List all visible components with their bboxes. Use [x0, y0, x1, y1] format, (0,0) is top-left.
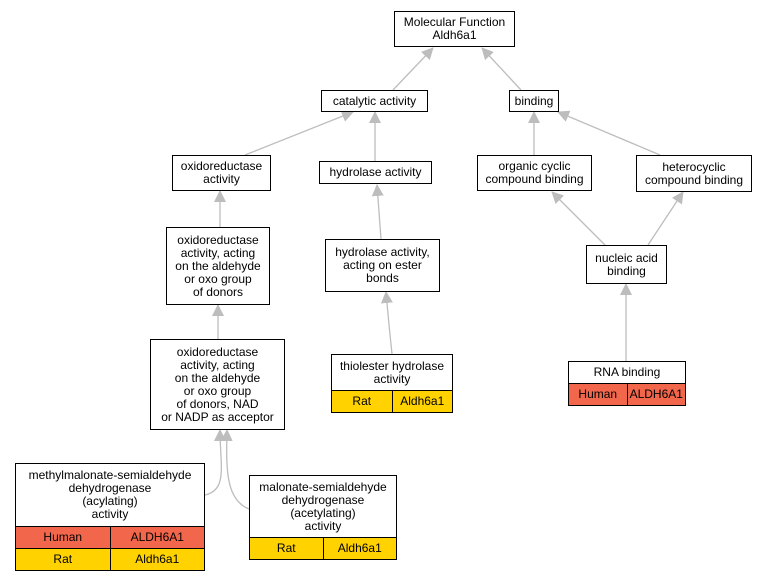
node-oxidoreductase-nad-nadp-acceptor[interactable]: oxidoreductase activity, acting on the a…: [150, 339, 285, 430]
node-label: Molecular Function Aldh6a1: [403, 15, 506, 42]
node-oxidoreductase-activity[interactable]: oxidoreductase activity: [172, 155, 271, 191]
annotation-row-human: Human ALDH6A1: [569, 383, 685, 405]
edge-oxidoreductase-to-catalytic: [244, 110, 354, 156]
node-oxidoreductase-aldehyde-oxo[interactable]: oxidoreductase activity, acting on the a…: [166, 227, 270, 305]
annotation-gene: ALDH6A1: [109, 527, 205, 548]
annotation-species: Human: [43, 530, 83, 544]
node-label: oxidoreductase activity, acting on the a…: [175, 232, 261, 299]
edge-catalytic-to-root: [392, 47, 434, 91]
annotation-row-rat: Rat Aldh6a1: [250, 537, 396, 559]
node-label: hydrolase activity: [329, 165, 422, 179]
node-methylmalonate-semialdehyde-dehydrogenase[interactable]: methylmalonate-semialdehyde dehydrogenas…: [15, 463, 205, 571]
edge-heterocyclic-to-binding: [557, 110, 661, 156]
annotation-species: Human: [578, 387, 618, 401]
node-label: oxidoreductase activity, acting on the a…: [161, 344, 274, 424]
edge-nucleic-acid-to-organic-cyclic: [551, 191, 606, 246]
annotation-species: Rat: [352, 394, 372, 408]
node-heterocyclic-compound-binding[interactable]: heterocyclic compound binding: [636, 155, 752, 192]
edge-malonate-to-oxido-nad: [220, 429, 250, 510]
node-label: organic cyclic compound binding: [485, 159, 584, 186]
annotation-row-rat: Rat Aldh6a1: [332, 390, 452, 412]
node-label: nucleic acid binding: [595, 250, 658, 278]
node-nucleic-acid-binding[interactable]: nucleic acid binding: [586, 245, 667, 284]
annotation-row-human: Human ALDH6A1: [16, 526, 204, 548]
annotation-species: Rat: [53, 552, 73, 566]
edge-methylmalonate-to-oxido-nad: [204, 429, 227, 496]
node-hydrolase-ester-bonds[interactable]: hydrolase activity, acting on ester bond…: [325, 239, 440, 292]
node-label: malonate-semialdehyde dehydrogenase (ace…: [259, 479, 387, 533]
annotation-gene: Aldh6a1: [391, 391, 453, 412]
annotation-species: Rat: [276, 541, 296, 555]
node-label: catalytic activity: [332, 93, 417, 108]
node-label: thiolester hydrolase activity: [339, 358, 445, 386]
node-label: RNA binding: [593, 365, 661, 379]
node-catalytic-activity[interactable]: catalytic activity: [321, 90, 428, 112]
node-hydrolase-activity[interactable]: hydrolase activity: [319, 161, 432, 184]
annotation-gene: Aldh6a1: [109, 549, 205, 570]
edge-hydrolase-ester-to-hydrolase: [371, 184, 384, 240]
node-thiolester-hydrolase-activity[interactable]: thiolester hydrolase activity Rat Aldh6a…: [331, 354, 453, 413]
node-malonate-semialdehyde-dehydrogenase[interactable]: malonate-semialdehyde dehydrogenase (ace…: [249, 475, 397, 560]
node-rna-binding[interactable]: RNA binding Human ALDH6A1: [568, 361, 686, 406]
annotation-gene: Aldh6a1: [322, 538, 397, 559]
node-molecular-function-root[interactable]: Molecular Function Aldh6a1: [394, 11, 515, 47]
edge-binding-to-root: [481, 47, 522, 91]
edge-thiolester-to-hydrolase-ester: [380, 291, 393, 355]
annotation-row-rat: Rat Aldh6a1: [16, 548, 204, 570]
node-binding[interactable]: binding: [509, 90, 559, 112]
edge-nucleic-acid-to-heterocyclic: [647, 191, 684, 246]
node-label: methylmalonate-semialdehyde dehydrogenas…: [28, 468, 192, 521]
node-label: heterocyclic compound binding: [644, 159, 744, 187]
annotation-gene: ALDH6A1: [626, 384, 686, 405]
node-label: oxidoreductase activity: [180, 159, 263, 186]
node-label: hydrolase activity, acting on ester bond…: [335, 245, 430, 285]
node-organic-cyclic-compound-binding[interactable]: organic cyclic compound binding: [477, 155, 592, 191]
node-label: binding: [514, 93, 554, 108]
